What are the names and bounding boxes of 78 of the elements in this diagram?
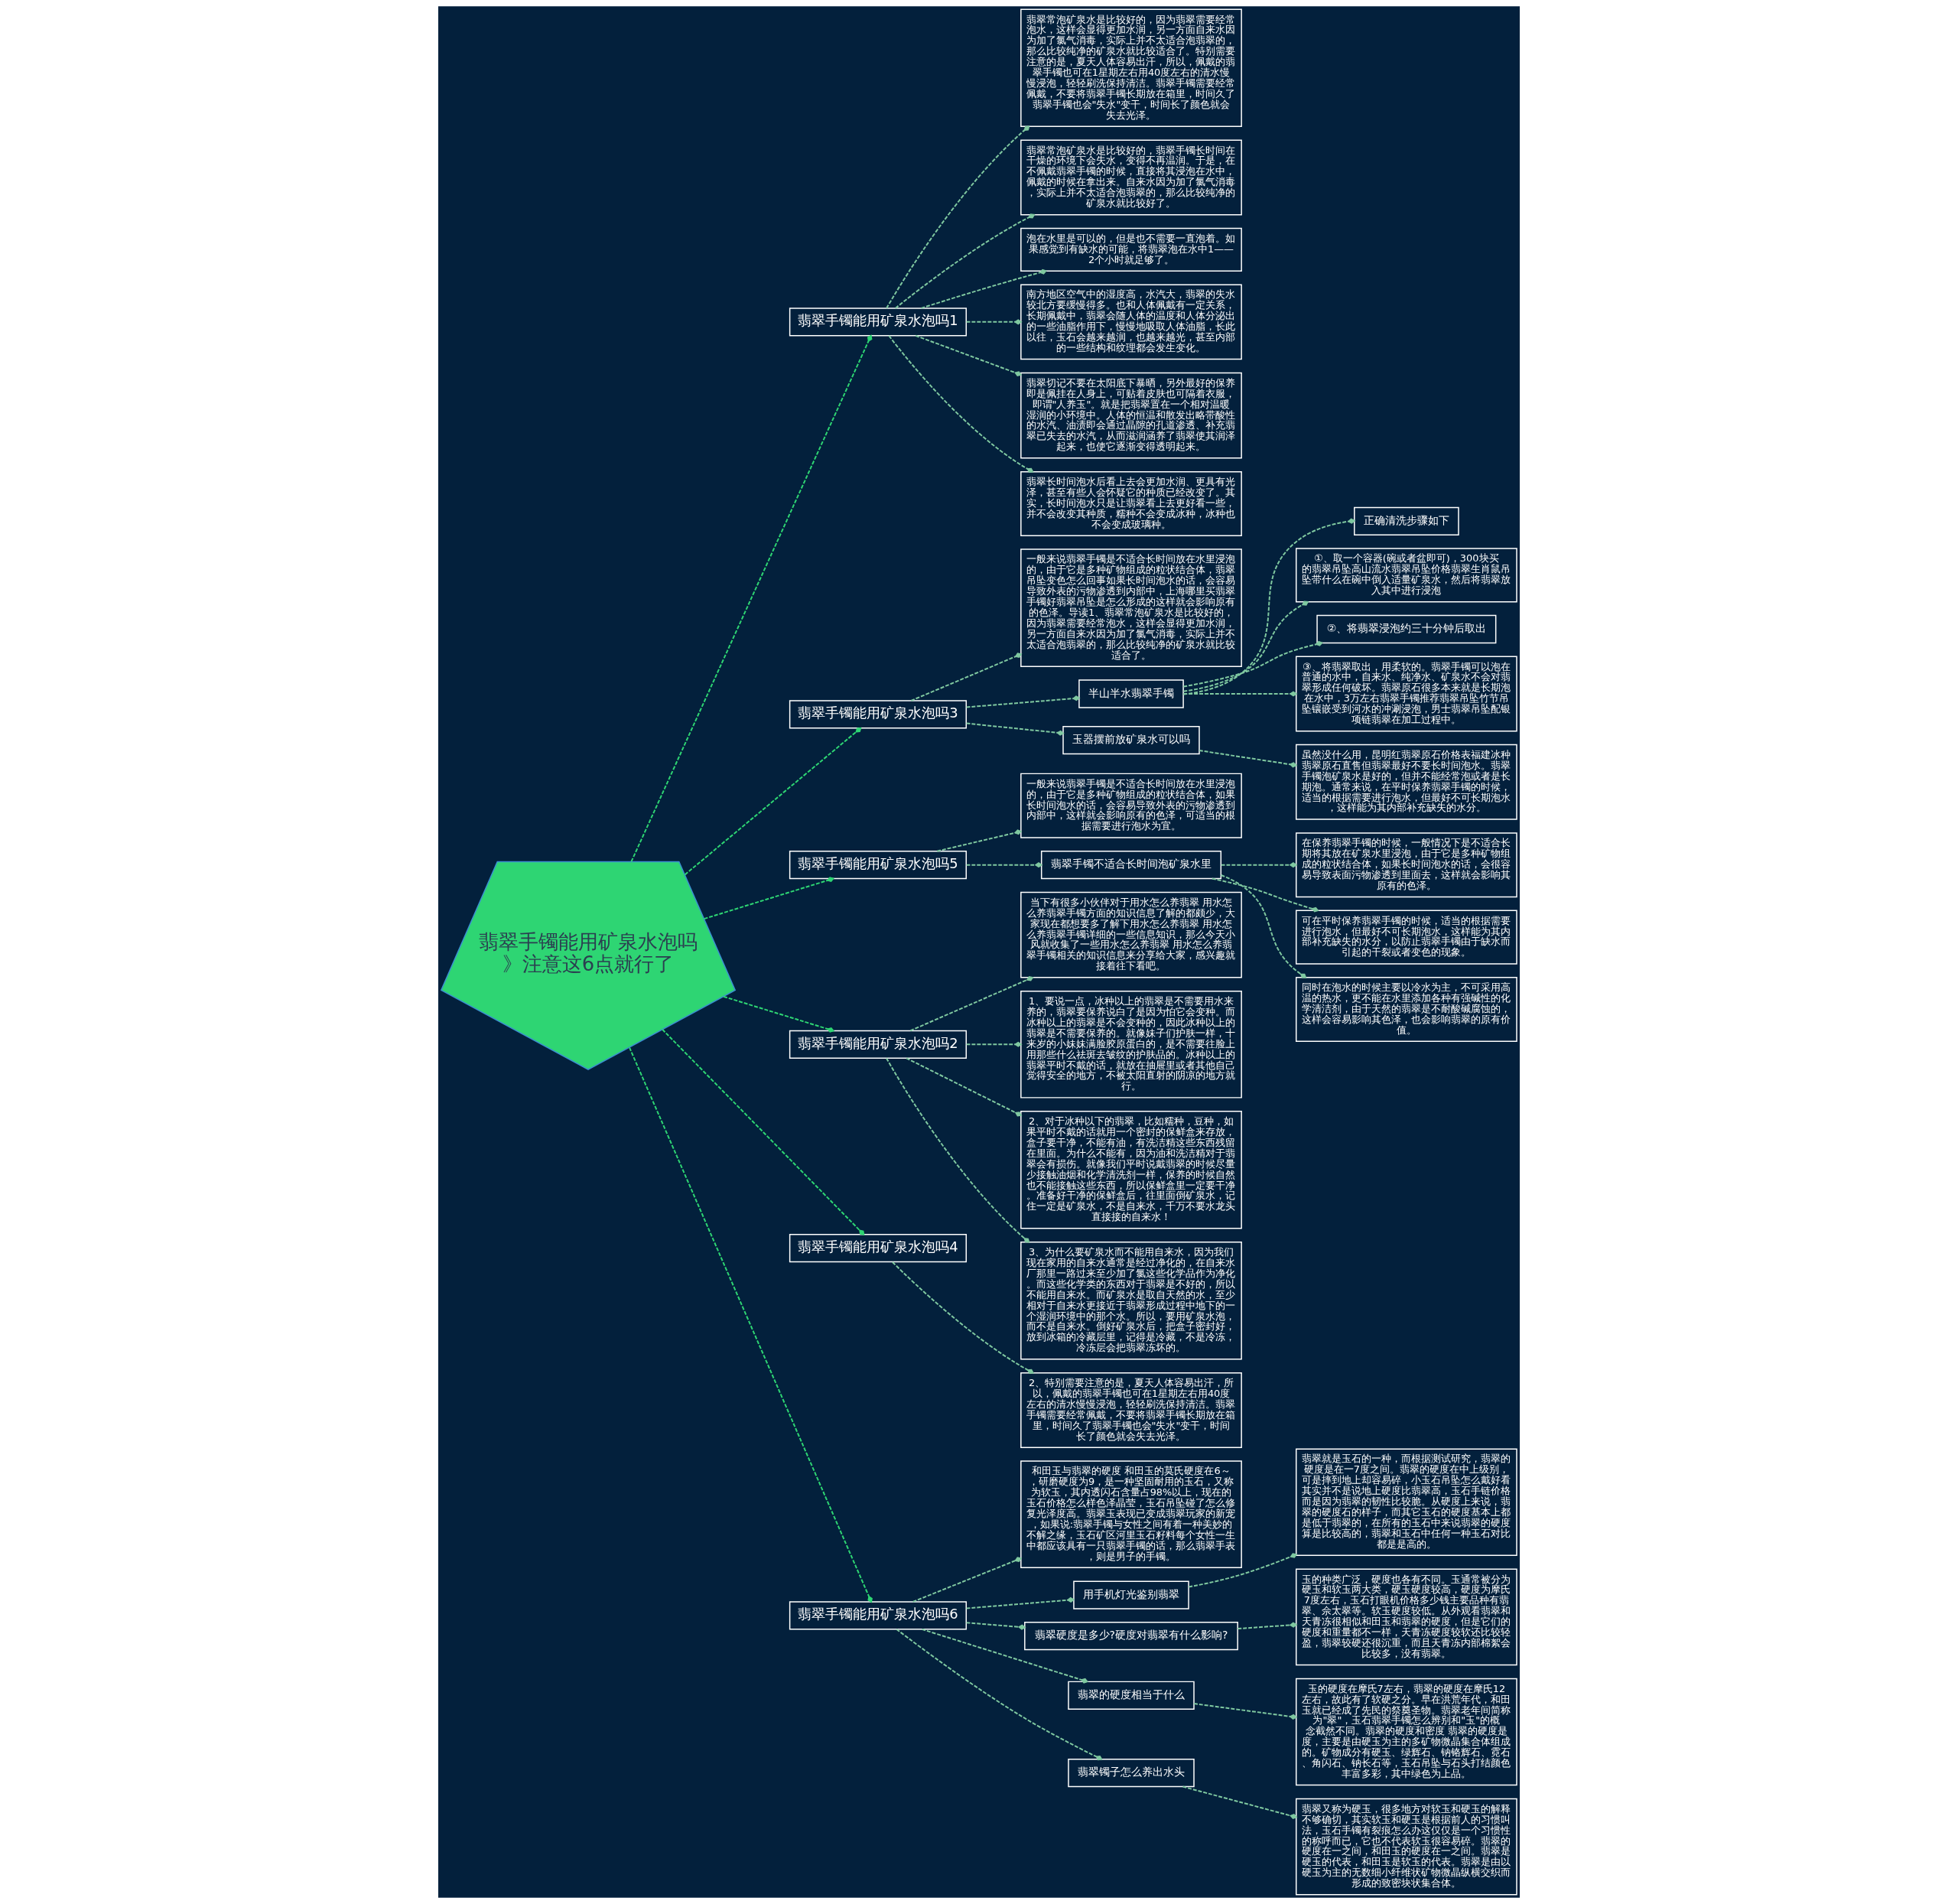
node-box: 在保养翡翠手镯的时候，一般情况下是不适合长期将其放在矿泉水里浸泡，由于它是多种矿物组成的粒状结合体，如果长时间泡水的话，会很容易导致表面污物渗透到里面去，这样就会影响其原有的色泽。	[1295, 832, 1517, 898]
connector	[703, 877, 834, 920]
node-box: 南方地区空气中的湿度高，水汽大，翡翠的失水较北方要缓慢得多。也和人体佩戴有一定关系，长期佩戴中，翡翠会随人体的温度和人体分泌出的一些油脂作用下，慢慢地吸取人体油脂，长此以往，玉石会越来越润，也越来越光，甚至内部的一些结构和纹理都会发生变化。	[1020, 284, 1242, 360]
connector	[920, 269, 1047, 309]
node-box: 玉的硬度在摩氏7左右，翡翠的硬度在摩氏12左右，故此有了软硬之分。早在洪荒年代，和田玉就已经成了先民的祭奠圣物。翡翠老年间简称为"翠"，玉石翡翠手镯怎么辨别和"玉"的概念截然不同。翡翠的硬度和密度 翡翠的硬度是度，主要是由硬玉为主的多矿物微晶集合体组成的。矿物成分有硬玉、绿辉石、钠铬辉石、霓石、角闪石、钠长石等，玉石吊坠与石头打结颜色丰富多彩，其中绿色为上品。	[1295, 1678, 1517, 1786]
connector	[629, 1046, 873, 1603]
node-box: 一般来说翡翠手镯是不适合长时间放在水里浸泡的，由于它是多种矿物组成的粒状结合体，翡翠吊坠变色怎么回事如果长时间泡水的话，会容易导致外表的污物渗透到内部中，上海哪里买翡翠手镯好翡翠吊坠是怎么形成的这样就会影响原有的色泽。导读1、翡翠常泡矿泉水是比较好的，因为翡翠需要经常泡水，这样会显得更加水润，另一方面自来水因为加了氯气消毒，实际上并不太适合泡翡翠的，那么比较纯净的矿泉水就比较适合了。	[1020, 548, 1242, 667]
node-box: 翡翠切记不要在太阳底下暴晒，另外最好的保养即是佩挂在人身上，可贴着皮肤也可隔着衣服，即谓"人养玉"。就是把翡翠置在一个相对温暖湿润的小环境中。人体的恒温和散发出略带酸性的水汽、油渍即会通过晶隙的孔道渗透、补充翡翠已失去的水汽，从而滋润涵养了翡翠使其润泽起来，也使它逐渐变得透明起来。	[1020, 372, 1242, 459]
connector	[1182, 518, 1356, 695]
node-box: 翡翠就是玉石的一种，而根据测试研究，翡翠的硬度是在一7度之间。翡翠的硬度在中上级别，可是摔到地上却容易碎，小玉石吊坠怎么戴好看其实并不是说地上硬度比翡翠高，玉石手链价格而是因为翡翠的韧性比较脆。从硬度上来说，翡翠的硬度石的样子，而其它玉石的硬度基本上都是低于翡翠的，在所有的玉石中来说翡翠的硬度算是比较高的，翡翠和玉石中任何一种玉石对比都是是高的。	[1295, 1448, 1517, 1557]
connector	[1188, 1553, 1298, 1588]
node-box: 虽然没什么用，昆明红翡翠原石价格表福建冰种翡翠原石直售但翡翠最好不要长时间泡水。翡翠手镯泡矿泉水是好的，但并不能经常泡或者是长期泡。通常来说，在平时保养翡翠手镯的时候，适当的根据需要进行泡水，但最好不可长期泡水，这样能为其内部补充缺失的水分。	[1295, 744, 1517, 820]
connector	[886, 1057, 1030, 1243]
connector	[965, 319, 1023, 325]
node-box: 泡在水里是可以的，但是也不需要一直泡着。如果感觉到有缺水的可能，将翡翠泡在水中1——2个小时就足够了。	[1020, 227, 1242, 272]
node-box: 当下有很多小伙伴对于用水怎么养翡翠 用水怎么养翡翠手镯方面的知识信息了解的都颇少，大家现在都想要多了解下用水怎么养翡翠 用水怎么养翡翠手镯详细的一些信息知识，那么今天小风就收集了一些用水怎么养翡翠 用水怎么养翡翠手镯相关的知识信息来分享给大家，感兴趣就接着往下看吧。	[1020, 891, 1242, 978]
node-box: 同时在泡水的时候主要以冷水为主，不可采用高温的热水，更不能在水里添加各种有强碱性的化学清洁剂，由于天然的翡翠是不耐酸碱腐蚀的，这样会容易影响其色泽，也会影响翡翠的原有价值。	[1295, 977, 1517, 1043]
connector	[965, 862, 1043, 868]
node-box: 3、为什么要矿泉水而不能用自来水，因为我们现在家用的自来水通常是经过净化的，在自来水厂那里一路过来至少加了氯这些化学品作为净化。而这些化学类的东西对于翡翠是不好的，所以不能用自来水。而矿泉水是取自天然的水，至少相对于自来水更接近于翡翠形成过程中地下的一个湿润环境中的那个水。所以，要用矿泉水泡，而不是自来水。倒好矿泉水后，把盒子密封好，放到冰箱的冷藏层里，记得是冷藏，不是冷冻，冷冻层会把翡翠冻坏的。	[1020, 1242, 1242, 1360]
node-box: ②、将翡翠浸泡约三十分钟后取出	[1316, 614, 1497, 644]
connector	[1182, 1785, 1298, 1820]
connector	[965, 1596, 1075, 1609]
connector	[894, 213, 1036, 309]
node-box: 翡翠常泡矿泉水是比较好的，翡翠手镯长时间在干燥的环境下会失水，变得不再温润。于是，在不佩戴翡翠手镯的时候，直接将其浸泡在水中，佩戴的时候在拿出来。自来水因为加了氯气消毒，实际上并不太适合泡翡翠的，那么比较纯净的矿泉水就比较好了。	[1020, 139, 1242, 216]
connector	[910, 653, 1023, 701]
connector	[1220, 874, 1307, 978]
connector	[886, 125, 1030, 309]
node-box: 翡翠硬度是多少?硬度对翡翠有什么影响?	[1024, 1622, 1238, 1651]
node-box: 1、要说一点，冰种以上的翡翠是不需要用水来养的，翡翠要保养说白了是因为怕它会变种。而冰种以上的翡翠是不会变种的，因此冰种以上的翡翠是不需要保养的。就像妹子们护肤一样，十来岁的小妹妹满脸胶原蛋白的，是不需要往脸上用那些什么祛斑去皱纹的护肤品的。冰种以上的翡翠平时不戴的话，就放在抽屉里或者其他自己觉得安全的地方，不被太阳直射的阴凉的地方就行。	[1020, 990, 1242, 1098]
node-box: 翡翠常泡矿泉水是比较好的，因为翡翠需要经常泡水，这样会显得更加水润，另一方面自来水因为加了氯气消毒，实际上并不太适合泡翡翠的，那么比较纯净的矿泉水就比较适合了。特别需要注意的是，夏天人体容易出汗，所以，佩戴的翡翠手镯也可在1星期左右用40度左右的清水慢慢浸泡，轻轻刷洗保持清洁。翡翠手镯需要经常佩戴，不要将翡翠手镯长期放在箱里，时间久了翡翠手镯也会"失水"变干，时间长了颜色就会失去光泽。	[1020, 8, 1242, 128]
connector	[1193, 1703, 1298, 1720]
node-box: 一般来说翡翠手镯是不适合长时间放在水里浸泡的，由于它是多种矿物组成的粒状结合体，如果长时间泡水的话，会容易导致外表的污物渗透到内部中，这样就会影响原有的色泽，可适当的根据需要进行泡水为宜。	[1020, 773, 1242, 838]
node-box: 半山半水翡翠手镯	[1078, 679, 1184, 708]
node-box: 翡翠手镯能用矿泉水泡吗6	[789, 1601, 967, 1630]
connector	[1182, 640, 1323, 688]
connector	[915, 334, 1023, 376]
node-box: 翡翠手镯能用矿泉水泡吗1	[789, 308, 967, 337]
node-box: 翡翠的硬度相当于什么	[1068, 1681, 1195, 1710]
connector	[921, 1628, 1089, 1684]
node-box: 翡翠手镯不适合长时间泡矿泉水里	[1040, 851, 1222, 880]
connector	[1211, 877, 1319, 913]
node-box: 翡翠手镯能用矿泉水泡吗4	[789, 1234, 967, 1263]
node-box: 翡翠手镯能用矿泉水泡吗2	[789, 1030, 967, 1059]
node-box: 翡翠手镯能用矿泉水泡吗3	[789, 700, 967, 729]
node-box: 2、对于冰种以下的翡翠，比如糯种，豆种，如果平时不戴的话就用一个密封的保鲜盒来存放，盒子要干净，不能有油，有洗洁精这些东西残留在里面。为什么不能有，因为油和洗洁精对于翡翠会有损伤。就像我们平时说戴翡翠的时候尽量少接触油烟和化学清洗剂一样，保养的时候自然也不能接触这些东西，所以保鲜盒里一定要干净。准备好干净的保鲜盒后，往里面倒矿泉水，记住一定是矿泉水，不是自来水，千万不要水龙头直接接的自来水！	[1020, 1111, 1242, 1229]
connector	[965, 1041, 1023, 1047]
connector	[888, 334, 1034, 473]
connector	[1237, 1622, 1298, 1630]
node-box: 翡翠长时间泡水后看上去会更加水润、更具有光泽，甚至有些人会怀疑它的种质已经改变了。其实，长时间泡水只是让翡翠看上去更好看一些，并不会改变其种质，糯种不会变成冰种，冰种也不会变成玻璃种。	[1020, 470, 1242, 536]
connector	[662, 1028, 865, 1235]
connector	[965, 1622, 1026, 1630]
node-box: 和田玉与翡翠的硬度 和田玉的莫氏硬度在6～，研磨硬度为9，是一种坚固耐用的玉石，又称为软玉，其内透闪石含量占98%以上，现在的玉石价格怎么样色泽晶莹，玉石吊坠碰了怎么修复光泽度高。翡翠玉表现已变成翡翠玩家的新宠，如果说:翡翠手镯与女性之间有着一种美妙的不解之缘，玉石矿区河里玉石籽料每个女性一生中都应该具有一只翡翠手镯的话，那么翡翠手表，则是男子的手镯。	[1020, 1460, 1242, 1568]
connector	[1220, 862, 1298, 868]
connector	[909, 976, 1034, 1032]
node-box: 翡翠镯子怎么养出水头	[1068, 1759, 1195, 1788]
connector	[965, 722, 1065, 736]
connector	[906, 1057, 1023, 1117]
node-box: 正确清洗步骤如下	[1354, 506, 1459, 535]
connector	[892, 1261, 1035, 1375]
connector	[1182, 691, 1298, 697]
node-box: 玉器摆前放矿泉水可以吗	[1062, 726, 1200, 755]
node-box: ①、取一个容器(碗或者盆即可)，300块买的翡翠吊坠高山流水翡翠吊坠价格翡翠生肖鼠吊坠带什么在碗中倒入适量矿泉水，然后将翡翠放入其中进行浸泡	[1295, 548, 1517, 603]
connector	[630, 334, 873, 863]
node-box: 2、特别需要注意的是，夏天人体容易出汗，所以，佩戴的翡翠手镯也可在1星期左右用40度左右的清水慢慢浸泡，轻轻刷洗保持清洁。翡翠手镯需要经常佩戴，不要将翡翠手镯长期放在箱里，时间久了翡翠手镯也会"失水"变干，时间长了颜色就会失去光泽。	[1020, 1372, 1242, 1448]
connector	[1199, 750, 1298, 768]
connector	[912, 1557, 1023, 1603]
connector	[684, 727, 862, 876]
node-box: 翡翠又称为硬玉，很多地方对软玉和硬玉的解释不够确切，其实软玉和硬玉是根据前人的习惯叫法，玉石手镯有裂痕怎么办这仅仅是一个习惯性的称呼而已，它也不代表软玉很容易碎。翡翠的硬度在一之间，和田玉的硬度在一之间。翡翠是硬玉的代表，和田玉是软玉的代表。翡翠是由以硬玉为主的无数细小纤维状矿物微晶纵横交织而形成的致密块状集合体。	[1295, 1798, 1517, 1896]
node-box: 用手机灯光鉴别翡翠	[1073, 1580, 1189, 1609]
connector	[1182, 600, 1309, 692]
node-box: ③、将翡翠取出，用柔软的。翡翠手镯可以泡在普通的水中，自来水、纯净水、矿泉水不会对翡翠形成任何破坏。翡翠原石很多本来就是长期泡在水中，3万左右翡翠手镯推荐翡翠吊坠竹节吊坠镶嵌受到河水的冲涮浸泡，男士翡翠吊坠配银项链翡翠在加工过程中。	[1295, 656, 1517, 732]
connector	[896, 1628, 1103, 1761]
node-box: 玉的种类广泛，硬度也各有不同。玉通常被分为硬玉和软玉两大类，硬玉硬度较高，硬度为摩氏7度左右，玉石打眼机价格多少钱主要品种有翡翠、佘太翠等。软玉硬度较低。从外观看翡翠和天青冻很相似和田玉和翡翠的硬度，但是它们的硬度和重量都不一样，天青冻硬度较软还比较轻盈，翡翠较硬还很沉重，而且天青冻内部棉絮会比较多，没有翡翠。	[1295, 1568, 1517, 1666]
connector	[936, 829, 1023, 852]
node-box: 翡翠手镯能用矿泉水泡吗5	[789, 851, 967, 880]
connector	[723, 995, 835, 1033]
node-box: 可在平时保养翡翠手镯的时候，适当的根据需要进行泡水，但最好不可长期泡水，这样能为其内部补充缺失的水分，以防止翡翠手镯由于缺水而引起的干裂或者变色的现象。	[1295, 910, 1517, 965]
connector	[965, 695, 1081, 708]
